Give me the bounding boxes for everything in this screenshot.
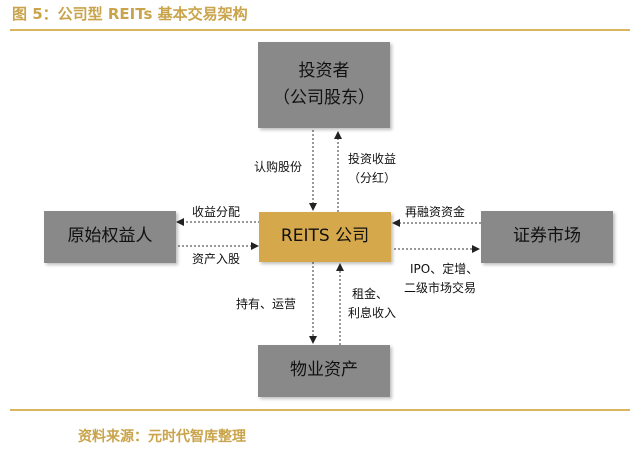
reits-node: REITS 公司 <box>259 212 391 262</box>
reits-label: REITS 公司 <box>280 226 370 247</box>
rent-label: 租金、 利息收入 <box>348 285 396 323</box>
rent-label-line2: 利息收入 <box>348 306 397 320</box>
original-owner-label: 原始权益人 <box>67 226 153 247</box>
property-asset-label: 物业资产 <box>290 360 358 381</box>
ipo-label: IPO、定增、 二级市场交易 <box>404 260 478 298</box>
source-note: 资料来源：元时代智库整理 <box>78 429 246 445</box>
return-label-line1: 投资收益 <box>348 152 397 166</box>
refinance-label: 再融资资金 <box>405 205 466 219</box>
ipo-label-line2: 二级市场交易 <box>404 281 477 295</box>
investor-label: 投资者 <box>298 60 350 81</box>
investor-sublabel: （公司股东） <box>273 88 375 108</box>
investor-node: 投资者 （公司股东） <box>258 42 390 128</box>
distribution-label: 收益分配 <box>192 205 241 219</box>
bottom-divider <box>10 409 630 411</box>
original-owner-node: 原始权益人 <box>44 211 176 263</box>
asset-in-label: 资产入股 <box>192 252 241 266</box>
property-asset-node: 物业资产 <box>258 345 390 397</box>
return-label: 投资收益 （分红） <box>348 150 396 188</box>
ipo-label-line1: IPO、定增、 <box>410 262 479 276</box>
figure-title: 图 5：公司型 REITs 基本交易架构 <box>12 5 248 23</box>
securities-market-node: 证券市场 <box>481 211 613 263</box>
hold-label: 持有、运营 <box>236 297 297 311</box>
securities-market-label: 证券市场 <box>513 226 581 247</box>
return-label-line2: （分红） <box>348 171 397 185</box>
top-divider <box>10 29 630 31</box>
rent-label-line1: 租金、 <box>352 287 389 301</box>
subscribe-label: 认购股份 <box>254 160 303 174</box>
